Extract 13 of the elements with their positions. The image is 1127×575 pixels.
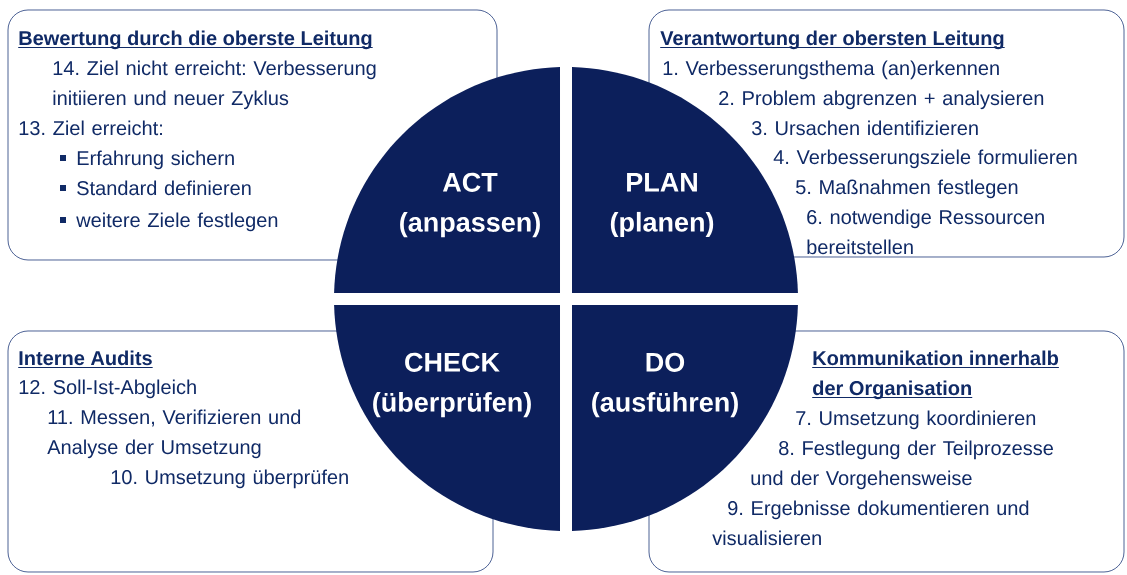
heading: Kommunikation innerhalb der Organisation xyxy=(811,350,1060,400)
list-item: Erfahrung sichern xyxy=(77,150,234,170)
list-item: 11. Messen, Verifizieren und Analyse der Umsetzung xyxy=(47,409,301,459)
heading: Interne Audits xyxy=(17,350,154,368)
heading: Verantwortung der obersten Leitung xyxy=(659,30,1006,50)
list-item: 13. Ziel erreicht: xyxy=(19,120,162,136)
list-item: 5. Maßnahmen festlegen xyxy=(796,179,1018,199)
list-item: Standard definieren xyxy=(77,180,251,196)
list-item: 7. Umsetzung koordinieren xyxy=(796,410,1036,430)
list-item: 6. notwendige Ressourcen bereitstellen xyxy=(807,209,1044,255)
list-item: weitere Ziele festlegen xyxy=(76,212,278,232)
list-item: 12. Soll-Ist-Abgleich xyxy=(19,379,196,399)
heading: Bewertung durch die oberste Leitung xyxy=(17,30,374,50)
